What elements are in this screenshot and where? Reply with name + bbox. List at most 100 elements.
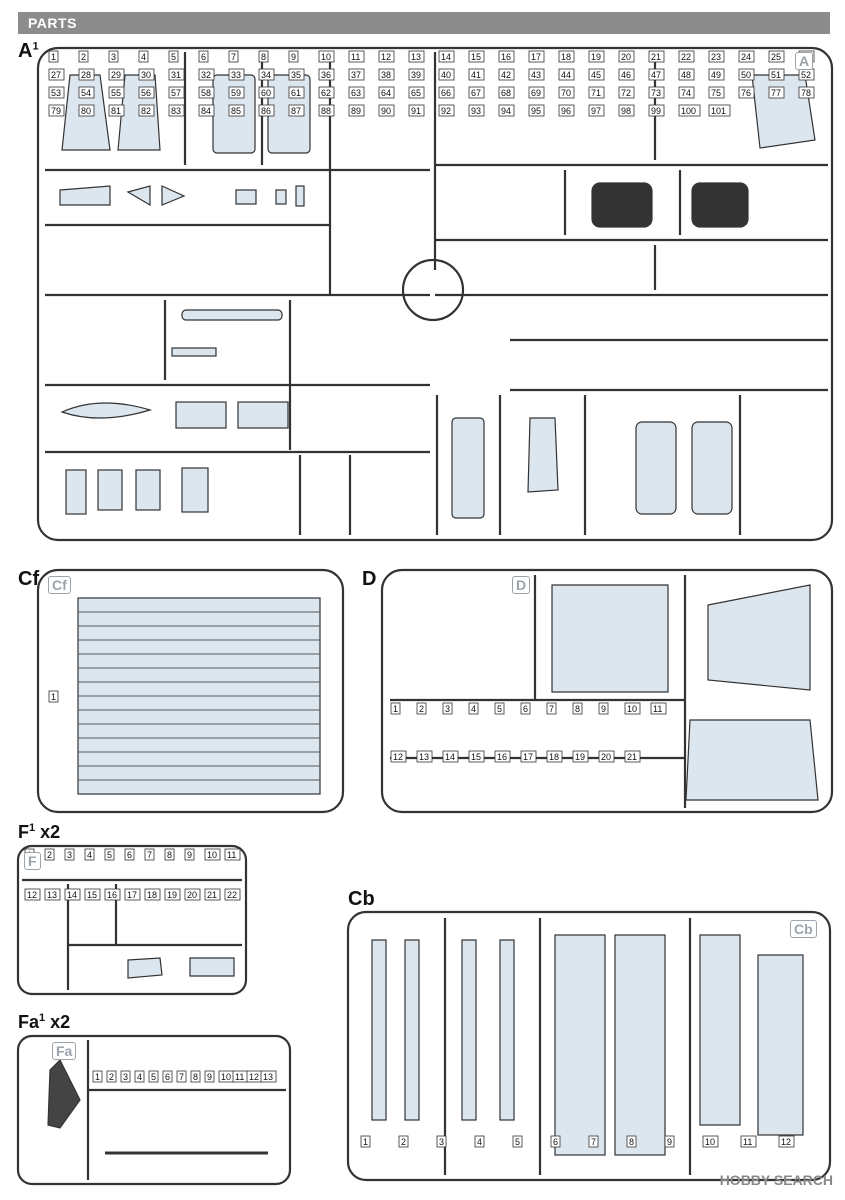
part-number-label: 12 [381,52,391,62]
part-number-label: 17 [523,752,533,762]
sprue-cb-mark: Cb [790,920,817,938]
part-number-label: 11 [653,704,662,714]
part-number-label: 8 [629,1137,634,1147]
part-number-label: 3 [111,52,116,62]
part-number-box [258,86,275,99]
part-number-label: 33 [231,70,241,80]
part-number-box [498,68,515,81]
part-number-label: 13 [411,52,421,62]
sprue-cf-title: Cf [18,568,40,590]
part-number-box [168,86,185,99]
part-number-box [164,848,175,861]
part-number-label: 5 [515,1137,520,1147]
part-number-label: 27 [51,70,61,80]
part-number-box [768,68,785,81]
part-number-box [438,104,455,117]
part-number-label: 68 [501,88,511,98]
part-number-label: 36 [321,70,331,80]
part-number-label: 8 [193,1072,198,1082]
part-number-box [572,750,589,763]
part-number-label: 66 [441,88,451,98]
part-number-box [740,1135,757,1148]
part-number-box [378,104,395,117]
part-number-box [528,50,545,63]
part-number-box [48,690,59,703]
part-number-box [798,86,815,99]
part-number-label: 4 [471,704,476,714]
sprue-fa-title: Fa1 x2 [18,1012,71,1032]
part-number-label: 91 [411,106,421,116]
part-number-box [204,1070,215,1083]
part-number-label: 39 [411,70,421,80]
part-number-label: 5 [151,1072,156,1082]
part-number-label: 52 [801,70,811,80]
part-number-box [624,750,641,763]
part-number-label: 44 [561,70,571,80]
part-number-label: 78 [801,88,811,98]
sprue-fa-mark: Fa [52,1042,77,1060]
part-number-label: 89 [351,106,361,116]
part-number-box [408,68,425,81]
part-number-label: 59 [231,88,241,98]
part-number-label: 3 [123,1072,128,1082]
part-number-box [348,104,365,117]
part-number-label: 9 [187,850,192,860]
part-number-box [390,702,401,715]
part-number-box [204,848,221,861]
part-number-label: 7 [147,850,152,860]
part-number-label: 9 [291,52,296,62]
part-number-label: 5 [107,850,112,860]
part-number-box [738,68,755,81]
part-number-box [708,68,725,81]
part-number-box [64,888,81,901]
part-number-box [378,50,395,63]
part-number-label: 72 [621,88,631,98]
part-number-label: 29 [111,70,121,80]
part-number-label: 70 [561,88,571,98]
part-number-label: 17 [127,890,137,900]
part-number-box [84,848,95,861]
part-number-box [64,848,75,861]
part-number-label: 11 [743,1137,752,1147]
part-number-box [468,68,485,81]
part-number-label: 2 [419,704,424,714]
part-number-box [348,50,365,63]
part-number-label: 83 [171,106,181,116]
part-number-box [558,50,575,63]
part-number-label: 25 [771,52,781,62]
part-number-label: 61 [291,88,301,98]
part-number-box [104,848,115,861]
part-number-label: 51 [771,70,781,80]
sprue-a-title: A1 [18,40,39,62]
part-number-label: 10 [221,1072,231,1082]
part-number-label: 69 [531,88,541,98]
part-number-label: 22 [227,890,237,900]
sprue-d-title: D [362,568,377,590]
part-number-box [144,888,161,901]
part-number-label: 3 [445,704,450,714]
part-number-box [494,702,505,715]
part-number-label: 97 [591,106,601,116]
part-number-box [768,86,785,99]
part-number-box [288,50,299,63]
part-number-box [588,86,605,99]
part-number-label: 7 [179,1072,184,1082]
part-number-box [198,86,215,99]
part-number-box [468,750,485,763]
part-number-box [258,68,275,81]
part-number-box [708,86,725,99]
part-number-label: 13 [263,1072,273,1082]
part-number-box [648,86,665,99]
sprue-cf-frame [36,568,345,814]
sprue-f-mark: F [24,852,41,870]
part-number-label: 77 [771,88,781,98]
part-number-label: 11 [351,52,360,62]
part-number-label: 47 [651,70,661,80]
part-number-box [176,1070,187,1083]
part-number-label: 12 [393,752,403,762]
part-number-label: 31 [171,70,181,80]
part-number-label: 15 [87,890,97,900]
part-number-box [546,750,563,763]
part-number-box [498,50,515,63]
